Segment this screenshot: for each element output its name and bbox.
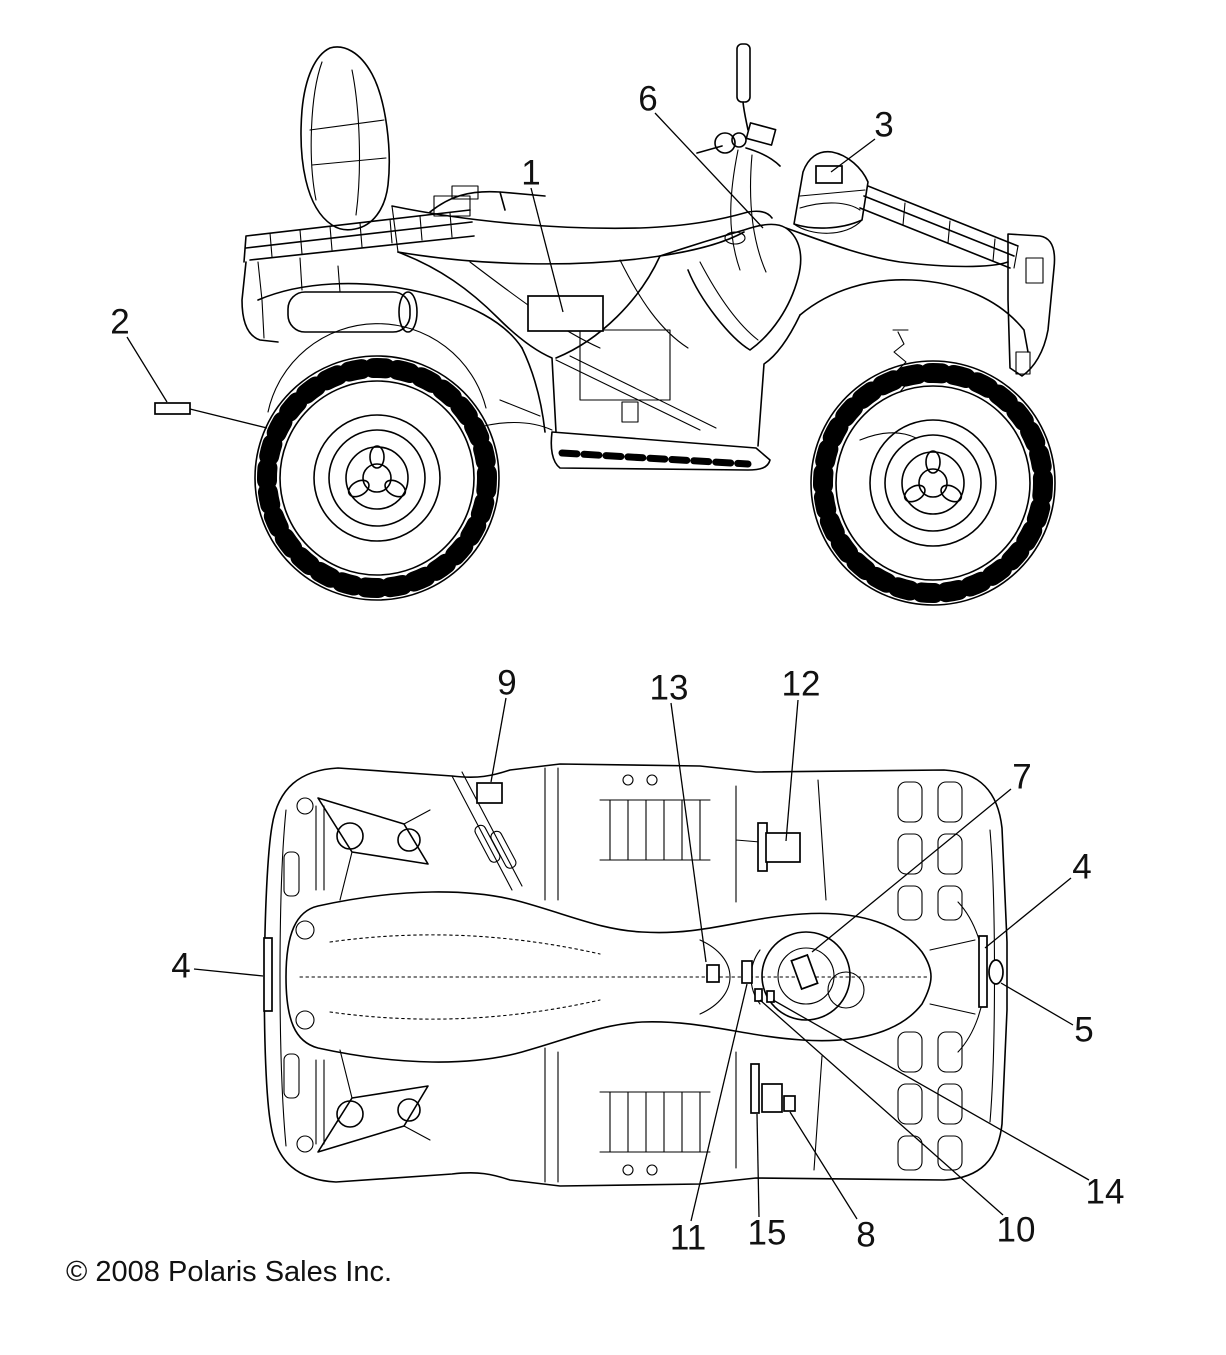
- leader-6-3: [654, 112, 764, 229]
- seat: [391, 205, 773, 265]
- headlight-pod: [793, 150, 869, 234]
- bottom-view-art: [263, 763, 1008, 1187]
- decal-12: [765, 832, 801, 863]
- callout-1-0: 1: [521, 154, 540, 193]
- decal-4-right: [978, 935, 988, 1008]
- front-wheel: [811, 361, 1055, 605]
- leader-3-2: [830, 138, 876, 173]
- front-a-arms: [283, 797, 431, 1153]
- callout-13-5: 13: [650, 669, 689, 708]
- decal-3: [815, 165, 843, 184]
- decal-5: [988, 959, 1004, 985]
- tank-shroud: [659, 223, 802, 351]
- cross-members: [544, 767, 827, 1183]
- skid-plate: [285, 891, 932, 1063]
- callout-7-7: 7: [1012, 758, 1031, 797]
- callout-12-6: 12: [782, 665, 821, 704]
- decal-11: [741, 960, 753, 984]
- rear-rack: [243, 185, 546, 301]
- front-rack: [799, 185, 1019, 269]
- callout-3-2: 3: [874, 106, 893, 145]
- footboard: [550, 329, 771, 471]
- leader-4-9: [193, 968, 264, 977]
- callout-4-9: 4: [171, 947, 190, 986]
- rear-fender: [241, 261, 546, 433]
- decal-8: [783, 1095, 796, 1112]
- decal-4-left: [263, 937, 273, 1012]
- copyright-text: © 2008 Polaris Sales Inc.: [66, 1256, 393, 1288]
- decal-2: [154, 402, 191, 415]
- leaders-layer: [126, 112, 1090, 1222]
- leader-10-12: [759, 999, 1004, 1216]
- callout-8-13: 8: [856, 1216, 875, 1255]
- leader-13-5: [670, 702, 707, 963]
- callout-2-1: 2: [110, 303, 129, 342]
- leader-1-0: [530, 187, 564, 313]
- leader-7-7: [811, 788, 1012, 953]
- decal-15: [750, 1063, 760, 1114]
- rear-wheel: [255, 356, 499, 600]
- side-view-art: [241, 43, 1056, 605]
- decal-15b: [761, 1083, 783, 1113]
- decal-14: [766, 990, 775, 1003]
- leader-12-6: [785, 699, 799, 842]
- callout-14-11: 14: [1086, 1173, 1125, 1212]
- backrest: [300, 46, 391, 231]
- callout-15-14: 15: [748, 1214, 787, 1253]
- decal-13: [706, 964, 720, 983]
- leader-2-1: [189, 408, 268, 429]
- suspension: [469, 329, 917, 441]
- decals-layer: [154, 165, 1004, 1114]
- chassis-outline: [263, 763, 1008, 1187]
- callout-6-3: 6: [638, 80, 657, 119]
- front-bumper: [1007, 233, 1056, 377]
- floorboard-slots: [897, 781, 963, 1171]
- callout-11-15: 11: [670, 1219, 706, 1258]
- leader-15-14: [756, 1113, 760, 1218]
- decal-7: [790, 953, 819, 991]
- leader-2-1: [126, 336, 168, 403]
- decal-10: [754, 988, 763, 1002]
- leader-4-8: [984, 877, 1072, 949]
- decal-9: [476, 782, 503, 804]
- front-panel: [451, 771, 523, 891]
- handlebar-mirror: [696, 43, 781, 273]
- leader-14-11: [772, 999, 1090, 1181]
- callout-4-8: 4: [1072, 848, 1091, 887]
- leader-8-13: [789, 1111, 858, 1220]
- front-fender: [757, 227, 1029, 447]
- decal-1: [527, 295, 604, 332]
- leader-11-15: [690, 983, 748, 1222]
- leader-9-4: [490, 697, 507, 783]
- leader-5-10: [1000, 982, 1074, 1026]
- muffler: [287, 265, 418, 333]
- callout-5-10: 5: [1074, 1011, 1093, 1050]
- callout-10-12: 10: [997, 1211, 1036, 1250]
- callout-9-4: 9: [497, 664, 516, 703]
